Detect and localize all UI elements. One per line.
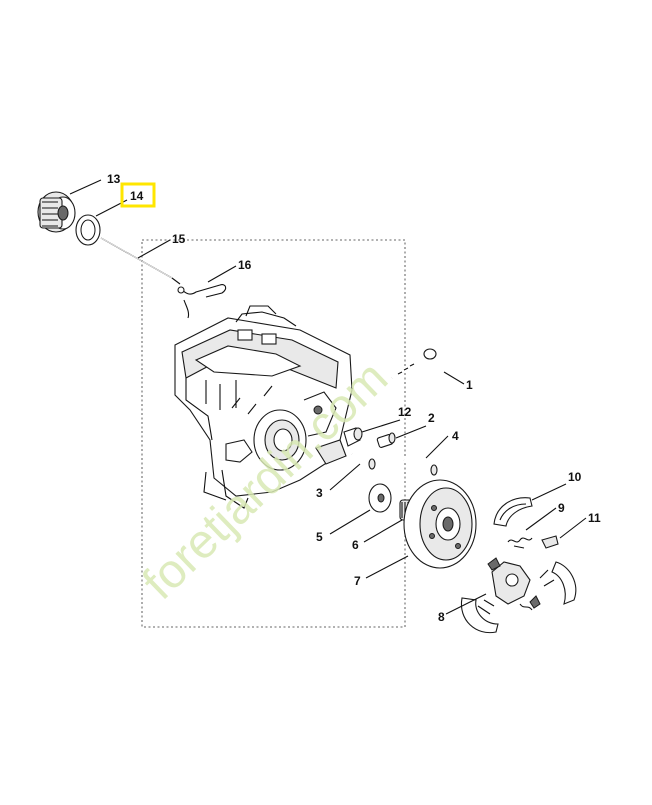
callout-5: 5	[316, 530, 323, 544]
highlight-box-14	[120, 182, 156, 208]
part-11-clip	[541, 535, 559, 549]
part-14-seal-ring	[75, 214, 101, 246]
part-7-clutch-drum	[403, 479, 477, 569]
leader-lines	[69, 179, 587, 615]
callout-7: 7	[354, 574, 361, 588]
callout-13: 13	[107, 172, 121, 186]
part-3-stud	[351, 452, 376, 470]
assembly-boundary	[141, 239, 406, 628]
callout-2: 2	[428, 411, 435, 425]
callout-16: 16	[238, 258, 252, 272]
part-2-sleeve	[376, 432, 396, 448]
part-13-oil-pump	[37, 191, 76, 233]
part-12-plug	[343, 427, 363, 447]
callout-10: 10	[568, 470, 582, 484]
part-8-clutch-assembly	[460, 557, 577, 634]
part-4-pin	[403, 457, 438, 476]
callout-9: 9	[558, 501, 565, 515]
part-16-pipe	[177, 284, 227, 319]
crankcase-housing	[174, 305, 353, 509]
callout-4: 4	[452, 429, 459, 443]
callout-1: 1	[466, 378, 473, 392]
callout-12: 12	[398, 405, 412, 419]
part-5-washer	[368, 483, 392, 513]
callout-14: 14	[130, 189, 144, 203]
callout-3: 3	[316, 486, 323, 500]
callout-8: 8	[438, 610, 445, 624]
part-1-bolt	[391, 348, 437, 380]
callout-6: 6	[352, 538, 359, 552]
part-9-spring	[507, 537, 533, 549]
callout-15: 15	[172, 232, 186, 246]
callout-11: 11	[588, 511, 601, 525]
callout-labels: 13 14 15 16 1 12 2 3 4 5 6 7 8 9 10 11	[107, 172, 601, 624]
part-10-clutch-shoe	[493, 497, 533, 527]
part-15-hose	[100, 237, 181, 285]
